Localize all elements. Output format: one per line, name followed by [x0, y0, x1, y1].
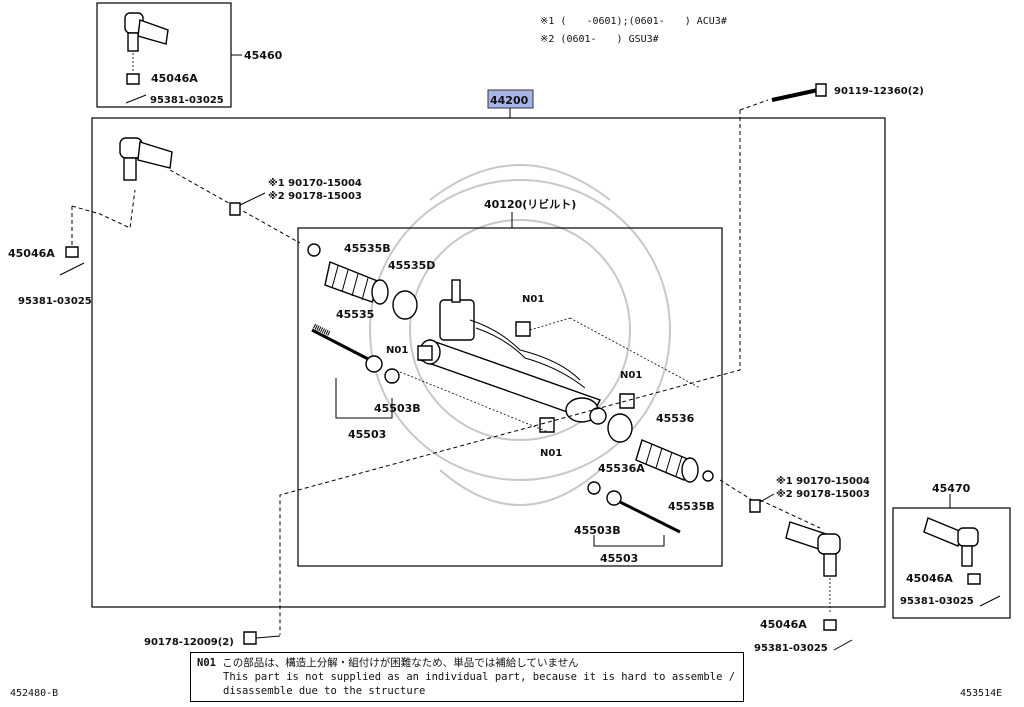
watermark [369, 164, 671, 506]
tie-rod-end-45470 [923, 517, 1001, 607]
label-95381-top[interactable]: 95381-03025 [150, 95, 224, 106]
label-45046A-bottom[interactable]: 45046A [760, 618, 807, 631]
header-note-2: ※2 (0601- ) GSU3# [540, 34, 659, 45]
label-90170-left[interactable]: ※1 90170-15004 [268, 177, 362, 189]
label-45535D[interactable]: 45535D [388, 259, 435, 272]
label-45536[interactable]: 45536 [656, 412, 695, 425]
box-45460 [96, 2, 232, 108]
label-45046A-right[interactable]: 45046A [906, 572, 953, 585]
label-95381-right[interactable]: 95381-03025 [900, 596, 974, 607]
footnote-box: N01 この部品は、構造上分解・組付けが困難なため、単品では補給していません T… [190, 652, 744, 702]
box-45470 [892, 507, 1011, 619]
label-44200[interactable]: 44200 [490, 94, 529, 107]
label-45536A[interactable]: 45536A [598, 462, 645, 475]
label-95381-left[interactable]: 95381-03025 [18, 296, 92, 307]
label-n01-c[interactable]: N01 [620, 370, 642, 381]
label-45503-right[interactable]: 45503 [600, 552, 638, 565]
label-n01-a[interactable]: N01 [522, 294, 544, 305]
footnote-line-en-1: This part is not supplied as an individu… [223, 671, 736, 683]
label-90178-left[interactable]: ※2 90178-15003 [268, 190, 362, 202]
label-45535[interactable]: 45535 [336, 308, 374, 321]
label-45460[interactable]: 45460 [244, 49, 283, 62]
label-90170-right[interactable]: ※1 90170-15004 [776, 475, 870, 487]
label-90178-right[interactable]: ※2 90178-15003 [776, 488, 870, 500]
inner-rod-right [587, 481, 681, 547]
tie-rod-end-left [119, 137, 173, 181]
tie-rod-end-top [124, 12, 169, 104]
box-40120-subassembly [297, 227, 723, 567]
bolt-90119 [771, 83, 827, 102]
label-45046A-left[interactable]: 45046A [8, 247, 55, 260]
header-note-1: ※1 ( -0601);(0601- ) ACU3# [540, 16, 727, 27]
boot-right [607, 413, 714, 483]
label-95381-bottom[interactable]: 95381-03025 [754, 643, 828, 654]
label-45470[interactable]: 45470 [932, 482, 971, 495]
label-45503B-left[interactable]: 45503B [374, 402, 421, 415]
box-44200-assembly [91, 117, 886, 608]
footnote-key: N01 [197, 657, 216, 669]
steering-rack-housing [419, 279, 607, 425]
label-90119[interactable]: 90119-12360(2) [834, 86, 924, 97]
label-45535B-right[interactable]: 45535B [668, 500, 715, 513]
footnote-line-en-2: disassemble due to the structure [223, 685, 426, 697]
label-45503B-right[interactable]: 45503B [574, 524, 621, 537]
label-n01-b[interactable]: N01 [386, 345, 408, 356]
label-45535B-top[interactable]: 45535B [344, 242, 391, 255]
inner-rod-left [311, 323, 400, 419]
tie-rod-end-right [785, 521, 841, 614]
label-40120[interactable]: 40120(リビルト) [484, 197, 576, 211]
label-45046A-top[interactable]: 45046A [151, 72, 198, 85]
label-45503-left[interactable]: 45503 [348, 428, 386, 441]
code-right: 453514E [960, 688, 1002, 699]
code-left: 452480-B [10, 688, 58, 699]
boot-left [307, 243, 418, 320]
label-90178-12009[interactable]: 90178-12009(2) [144, 637, 234, 648]
footnote-line-jp: この部品は、構造上分解・組付けが困難なため、単品では補給していません [222, 657, 579, 669]
label-n01-d[interactable]: N01 [540, 448, 562, 459]
